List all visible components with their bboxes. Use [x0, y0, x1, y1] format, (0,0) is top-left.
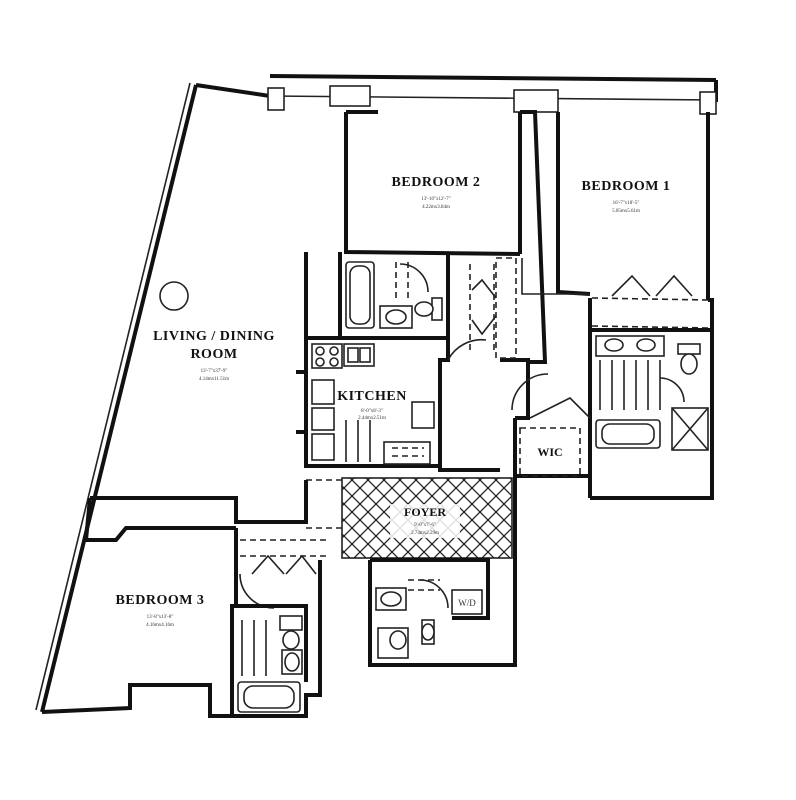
bedroom-1-label: BEDROOM 1 [582, 179, 671, 194]
foyer-dims-metric: 2.74mx2.29m [411, 531, 439, 536]
wic-label: WIC [537, 445, 562, 459]
bedroom-2-label: BEDROOM 2 [392, 175, 481, 190]
bathroom-2 [304, 252, 448, 340]
hall-door-swing [447, 338, 487, 361]
washer-dryer [451, 589, 483, 615]
bedroom-2-room: BEDROOM 2 13'-10"x12'-7" 4.22mx3.84m [344, 110, 548, 364]
sink-icon [385, 309, 407, 325]
closet-doors [611, 274, 693, 297]
bath-door-swing [659, 377, 685, 403]
column-round [159, 281, 189, 311]
toilet-tank [677, 343, 701, 355]
column [513, 89, 559, 113]
powder-room: W/D [370, 558, 490, 659]
dishwasher [311, 379, 335, 405]
powder-door-swing [419, 579, 449, 609]
foyer-room: FOYER 9'-0"x7'-6" 2.74mx2.29m [306, 477, 513, 559]
toilet-icon [389, 630, 407, 650]
column [699, 91, 717, 115]
washer-dryer-label: W/D [458, 598, 476, 608]
double-vanity [595, 335, 665, 357]
bath-door-swing [399, 263, 429, 293]
column [267, 87, 285, 111]
bedroom-2-dims-metric: 4.22mx3.84m [422, 205, 450, 210]
living-dining-label-line1: LIVING / DINING [153, 329, 275, 344]
sink-icon [604, 338, 624, 352]
bedroom-3-dims-imperial: 13'-8"x13'-8" [147, 615, 174, 620]
living-dining-room: LIVING / DINING ROOM 13'-7"x37'-9" 4.14m… [153, 281, 275, 382]
bedroom-3-label: BEDROOM 3 [116, 593, 205, 608]
bedroom-2-dims-imperial: 13'-10"x12'-7" [421, 197, 450, 202]
kitchen-sink [343, 343, 375, 367]
bedroom-3-closet-doors [251, 554, 317, 575]
living-dining-label-line2: ROOM [190, 347, 237, 362]
living-dining-dims-metric: 4.14mx11.51m [199, 377, 229, 382]
kitchen-floor-tiles [345, 420, 371, 462]
toilet-tank [279, 615, 303, 631]
bathtub-icon [345, 261, 375, 329]
master-bathroom [588, 298, 712, 498]
exterior-walls [35, 74, 718, 718]
bathroom-3 [236, 604, 308, 713]
top-exterior-wall [269, 74, 717, 82]
toilet-icon [282, 630, 300, 650]
toilet-icon [414, 301, 434, 317]
sink-icon [380, 591, 402, 607]
foyer-label: FOYER [404, 505, 446, 519]
toilet-icon [680, 353, 698, 375]
kitchen-label: KITCHEN [337, 389, 407, 404]
diagonal-exterior-wall [40, 84, 198, 713]
vanity [379, 305, 413, 329]
bedroom-3-dims-metric: 4.16mx4.16m [146, 623, 174, 628]
sink-icon [284, 652, 300, 672]
bathtub-icon [237, 681, 301, 713]
walk-in-closet: WIC [513, 397, 591, 478]
oven [411, 401, 435, 429]
sink-icon [636, 338, 656, 352]
bath-3-floor-tiles [241, 620, 267, 676]
foyer-dims-imperial: 9'-0"x7'-6" [414, 523, 436, 528]
bedroom-3-room: BEDROOM 3 13'-8"x13'-8" 4.16mx4.16m [83, 480, 330, 716]
hall-closet-doors [471, 278, 497, 336]
hallway [438, 254, 549, 472]
refrigerator [311, 433, 335, 461]
kitchen-dims-imperial: 8'-0"x8'-3" [361, 409, 383, 414]
bedroom-1-room: BEDROOM 1 16'-7"x18'-5" 5.05mx5.61m [521, 112, 710, 329]
bedroom-1-dims-imperial: 16'-7"x18'-5" [613, 201, 640, 206]
bedroom-1-dims-metric: 5.05mx5.61m [612, 209, 640, 214]
floor-tiles [599, 360, 661, 410]
counter [383, 441, 431, 465]
column [329, 85, 371, 107]
kitchen-room: KITCHEN 8'-0"x8'-3" 2.44mx2.51m [296, 338, 440, 468]
bathtub-icon [595, 419, 661, 449]
living-dining-dims-imperial: 13'-7"x37'-9" [201, 369, 228, 374]
kitchen-dims-metric: 2.44mx2.51m [358, 416, 386, 421]
